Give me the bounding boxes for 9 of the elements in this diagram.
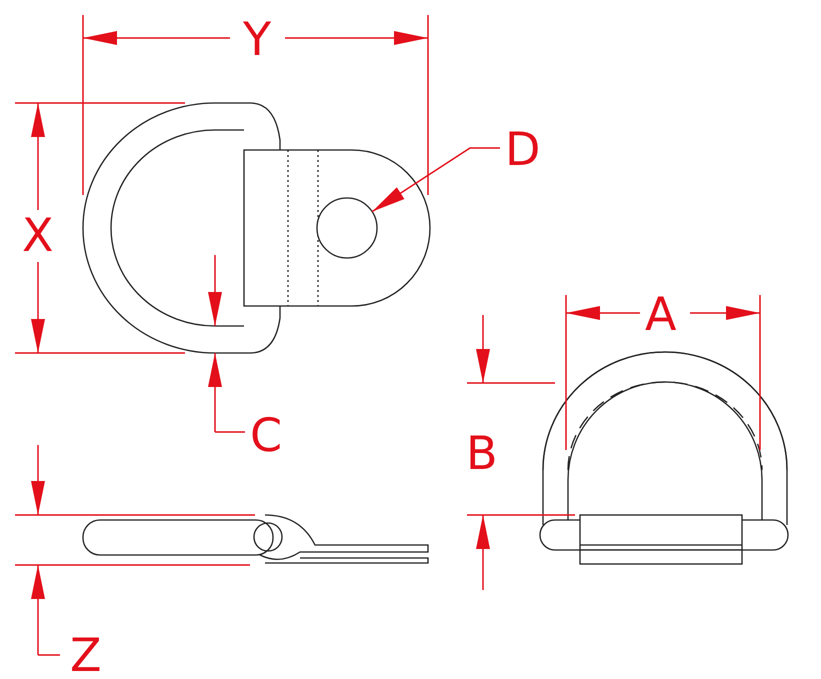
callout-letter: D: [505, 126, 540, 172]
leader-line: [372, 147, 500, 212]
dimension-label: Z: [70, 632, 102, 678]
dimension-label: Y: [243, 16, 272, 62]
hole: [316, 197, 378, 259]
dimension-label: C: [250, 412, 282, 458]
dimension-label: A: [645, 291, 676, 337]
dimension-label: X: [22, 212, 54, 258]
dimension-label: B: [466, 430, 498, 476]
